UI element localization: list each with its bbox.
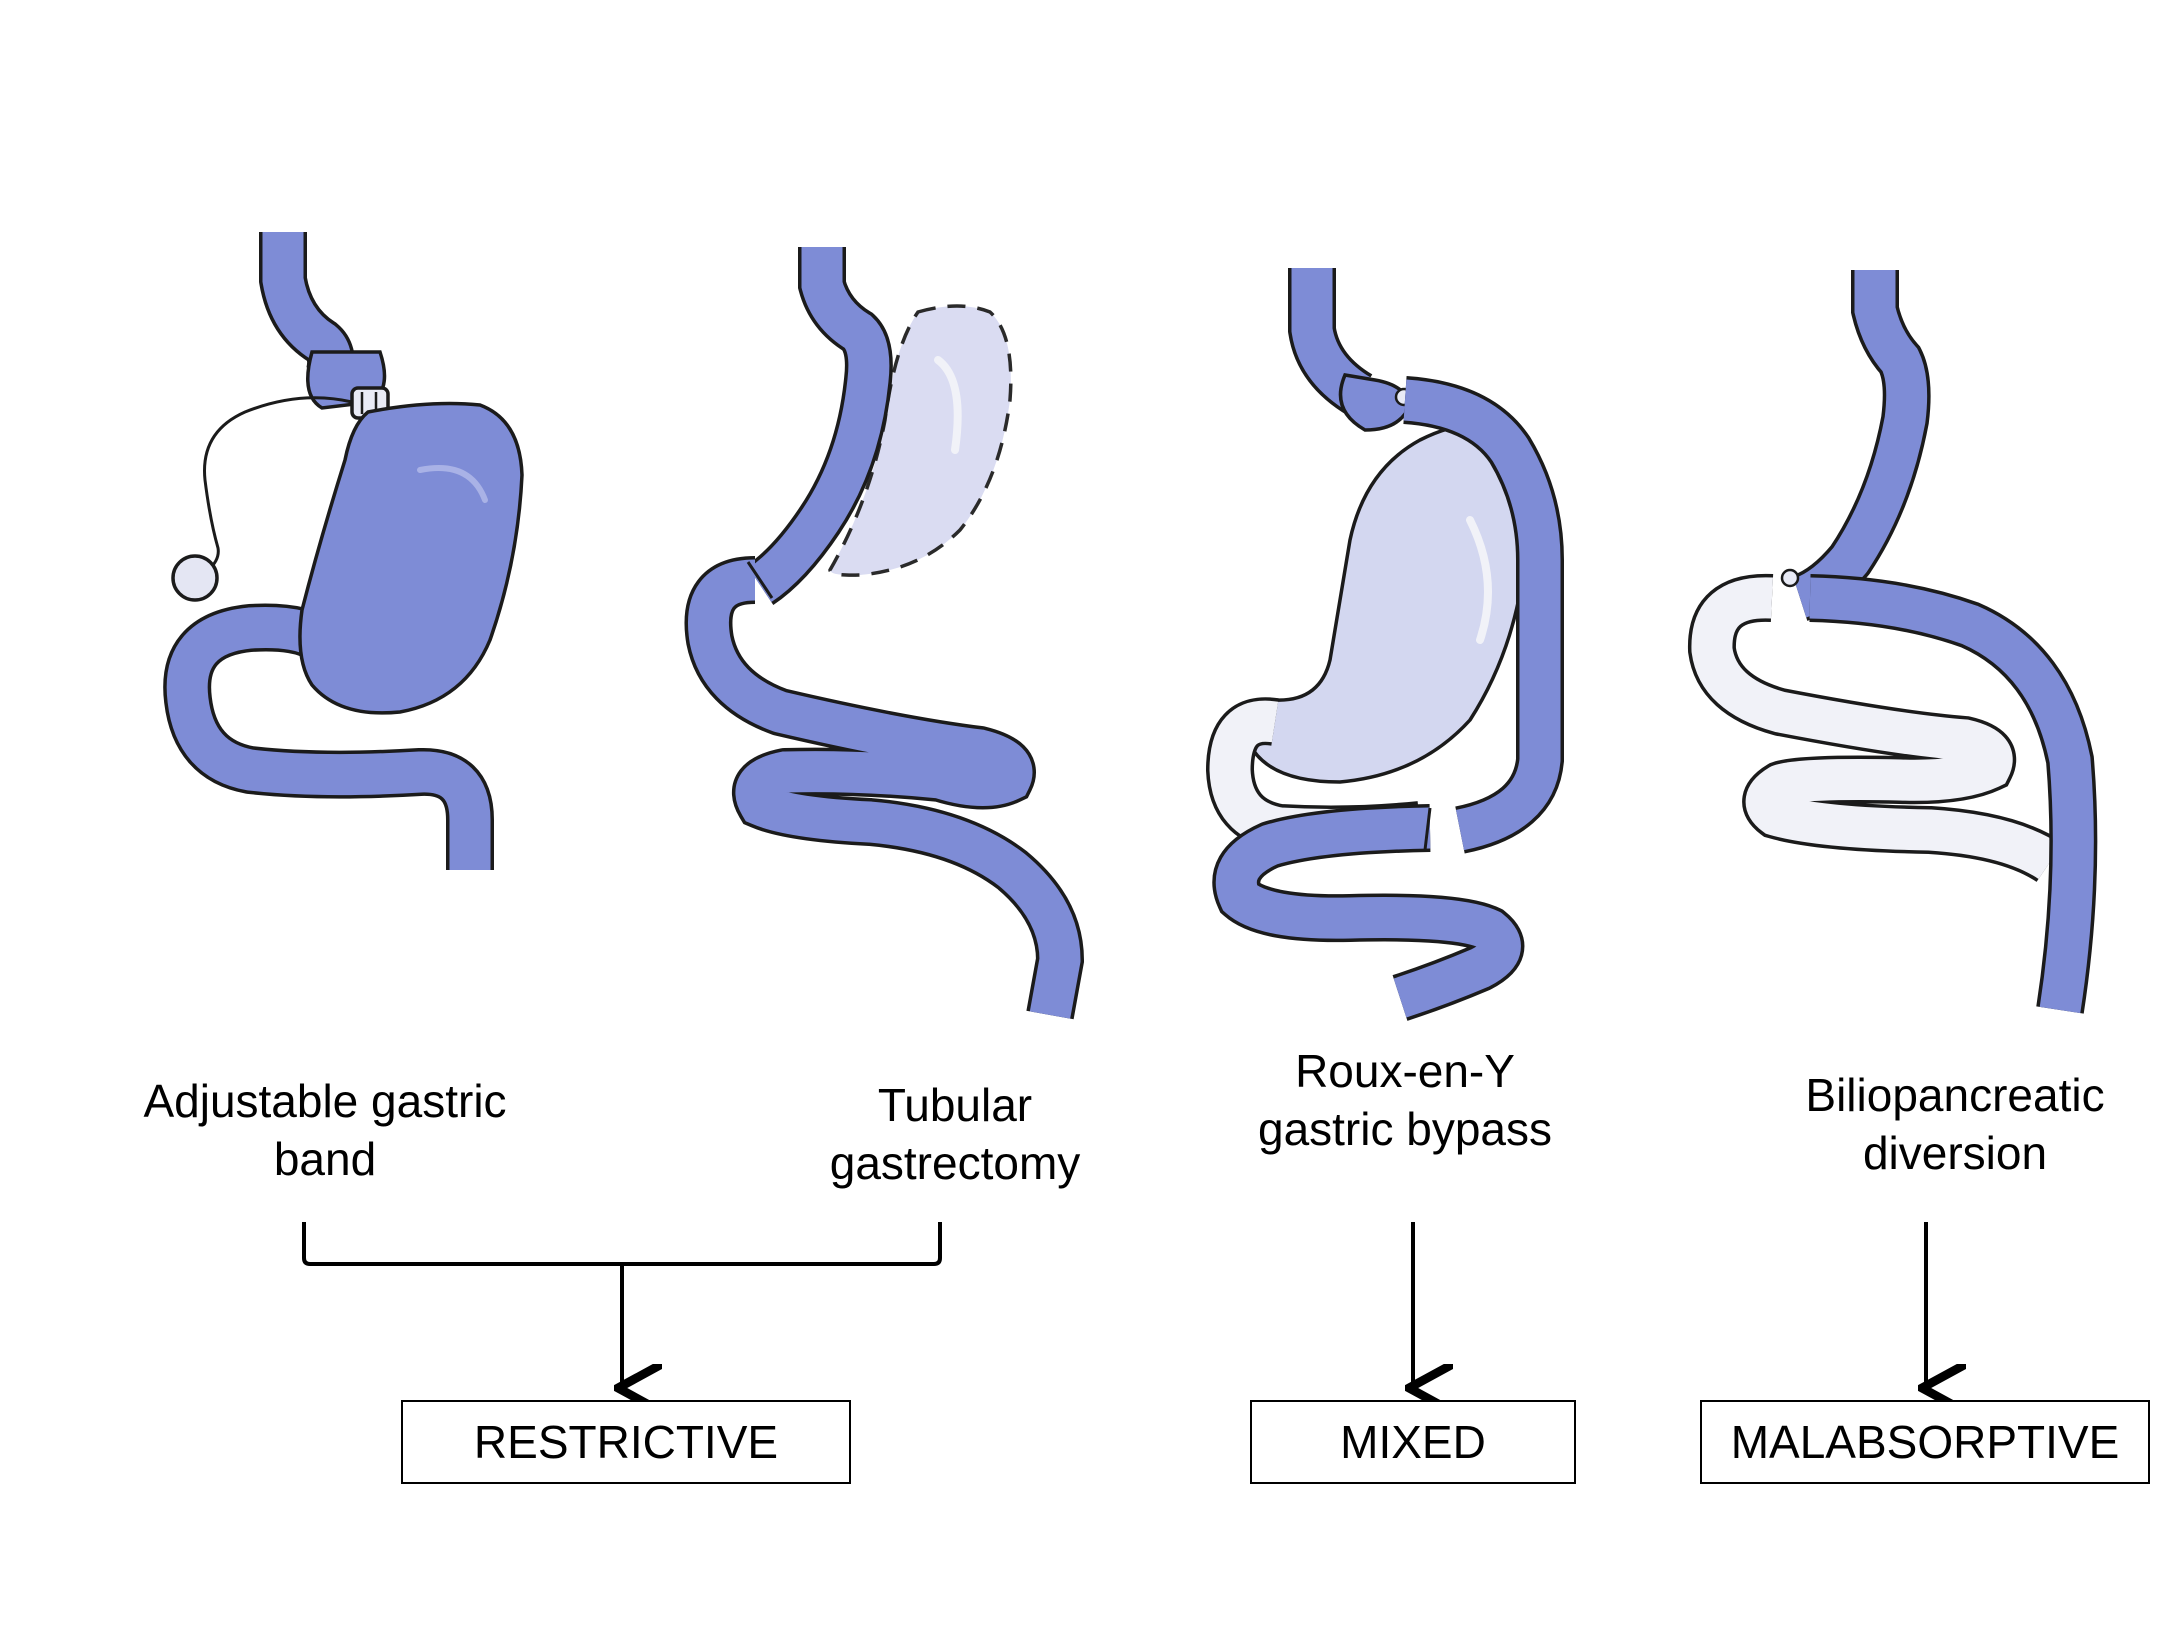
label-line: Adjustable gastric <box>143 1075 507 1127</box>
roux-en-y-illustration <box>1205 268 1564 1021</box>
band-tubing <box>203 396 353 572</box>
category-label: RESTRICTIVE <box>473 1416 779 1468</box>
category-malabsorptive: MALABSORPTIVE <box>1700 1400 2150 1484</box>
label-tubular-gastrectomy: Tubular gastrectomy <box>800 1076 1110 1192</box>
category-mixed: MIXED <box>1250 1400 1576 1484</box>
label-line: Roux-en-Y <box>1295 1045 1515 1097</box>
category-label: MIXED <box>1340 1416 1486 1468</box>
adjustable-gastric-band-illustration <box>163 232 524 870</box>
label-line: diversion <box>1862 1127 2048 1179</box>
access-port <box>171 554 219 602</box>
label-line: gastric bypass <box>1257 1103 1552 1155</box>
label-adjustable-gastric-band: Adjustable gastric band <box>110 1072 540 1188</box>
tubular-gastrectomy-illustration <box>684 247 1085 1020</box>
label-biliopancreatic-diversion: Biliopancreatic diversion <box>1760 1066 2150 1182</box>
label-line: Tubular <box>877 1079 1033 1131</box>
label-line: band <box>273 1133 377 1185</box>
category-restrictive: RESTRICTIVE <box>401 1400 851 1484</box>
label-roux-en-y: Roux-en-Y gastric bypass <box>1220 1042 1590 1158</box>
label-line: Biliopancreatic <box>1805 1069 2105 1121</box>
biliopancreatic-diversion-illustration <box>1687 270 2098 1014</box>
category-label: MALABSORPTIVE <box>1730 1416 2120 1468</box>
restrictive-bracket <box>302 1222 942 1266</box>
gastric-pouch <box>1338 373 1412 432</box>
stomach <box>298 401 524 715</box>
label-line: gastrectomy <box>829 1137 1081 1189</box>
